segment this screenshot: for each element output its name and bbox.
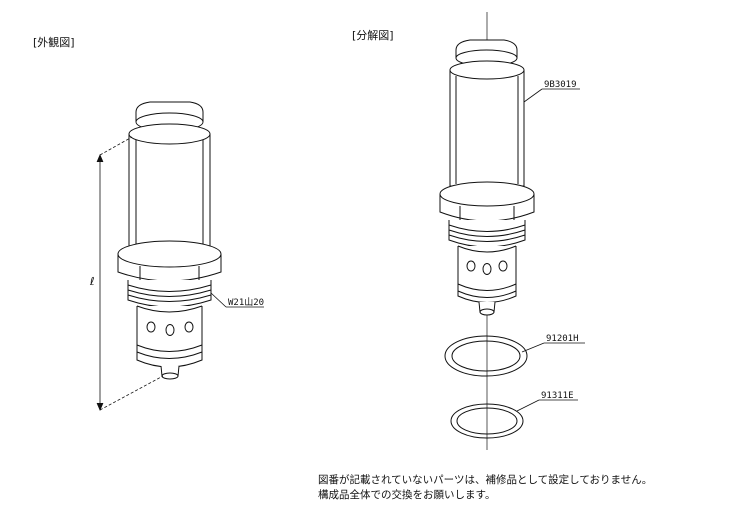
- exterior-view-title: [外観図]: [33, 35, 75, 49]
- note-line-2: 構成品全体での交換をお願いします。: [318, 489, 496, 501]
- packing-large-part-label: 91201H: [546, 334, 579, 344]
- part-leaders: [516, 88, 585, 412]
- exterior-cartridge: [117, 101, 222, 380]
- thread-spec-label: W21山20: [228, 297, 264, 308]
- length-dimension: [96, 136, 164, 412]
- note-line-1: 図番が記載されていないパーツは、補修品として設定しておりません。: [318, 474, 653, 486]
- note-text: 図番が記載されていないパーツは、補修品として設定しておりません。 構成品全体での…: [318, 473, 652, 503]
- exploded-cartridge: [439, 39, 535, 316]
- thread-leader: [210, 292, 264, 308]
- packing-small: [450, 403, 524, 439]
- packing-small-part-label: 91311E: [541, 391, 574, 401]
- packing-large: [444, 335, 528, 377]
- length-dimension-symbol: ℓ: [89, 275, 95, 288]
- exploded-view-title: [分解図]: [352, 28, 394, 42]
- cartridge-part-label: 9B3019: [544, 80, 577, 90]
